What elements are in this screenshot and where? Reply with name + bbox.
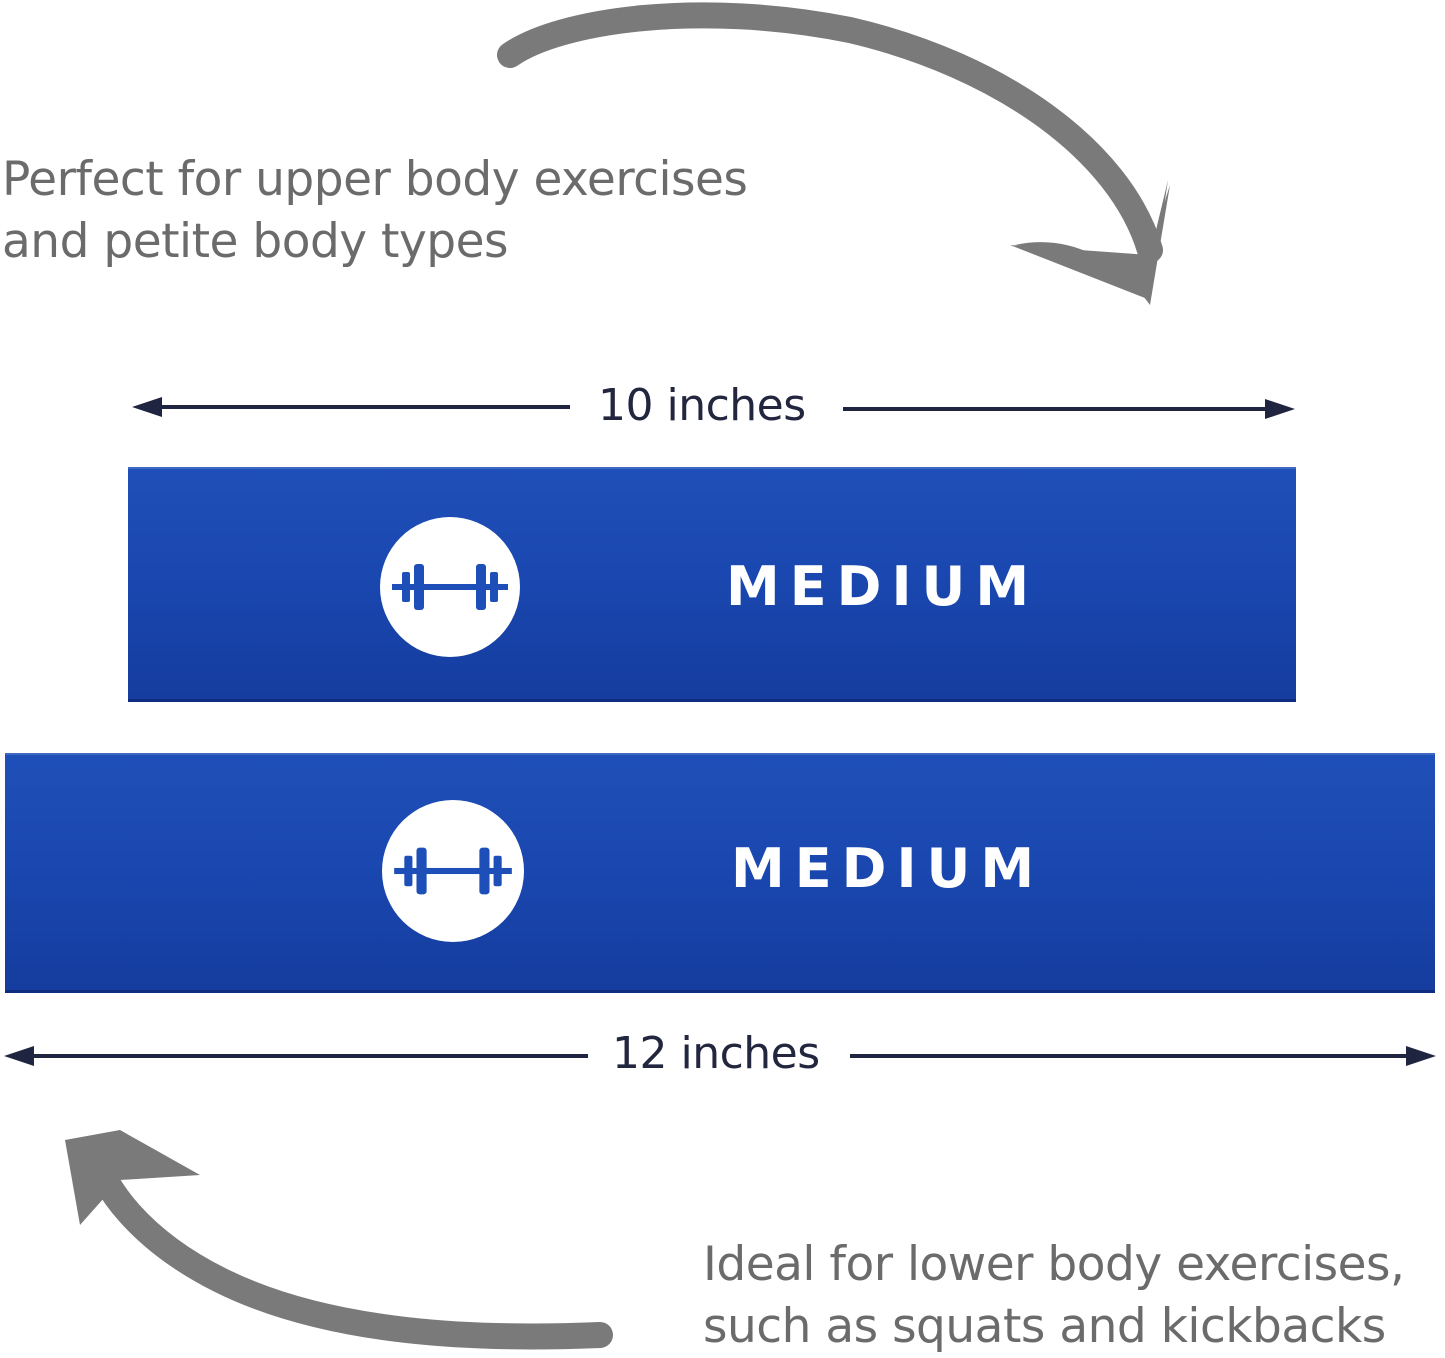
caption-lower-body: Ideal for lower body exercises, such as … [703, 1234, 1405, 1358]
arrow-left-icon [132, 397, 162, 417]
caption-line: Perfect for upper body exercises [2, 152, 748, 207]
caption-upper-body: Perfect for upper body exercises and pet… [2, 149, 748, 273]
arrow-right-icon [1265, 399, 1295, 419]
barbell-icon [394, 847, 512, 895]
resistance-band-long: MEDIUM [5, 753, 1435, 993]
curved-arrow-icon [65, 1130, 613, 1350]
dimension-label-long: 12 inches [612, 1028, 820, 1079]
resistance-band-short: MEDIUM [128, 467, 1296, 702]
dimension-line [850, 1054, 1406, 1058]
caption-line: Ideal for lower body exercises, [703, 1237, 1405, 1292]
band-logo [380, 517, 520, 657]
dimension-line [843, 407, 1265, 411]
arrow-left-icon [4, 1046, 34, 1066]
band-strength-label: MEDIUM [731, 837, 1045, 900]
arrow-right-icon [1406, 1046, 1436, 1066]
caption-line: and petite body types [2, 214, 509, 269]
barbell-icon [392, 564, 508, 610]
band-logo [382, 800, 524, 942]
dimension-line [32, 1054, 588, 1058]
band-strength-label: MEDIUM [726, 555, 1040, 618]
dimension-line [160, 405, 570, 409]
curved-arrow-icon [497, 2, 1170, 305]
dimension-label-short: 10 inches [598, 380, 806, 431]
caption-line: such as squats and kickbacks [703, 1299, 1386, 1354]
